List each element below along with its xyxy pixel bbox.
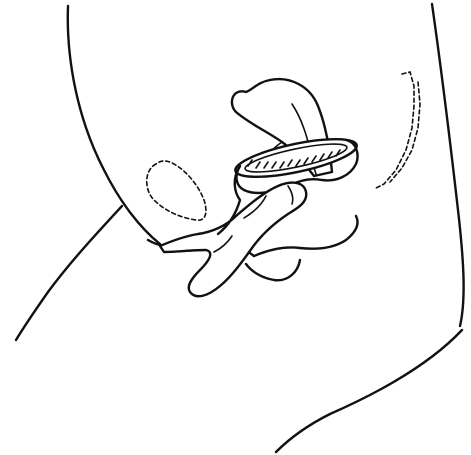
buttock-outline bbox=[16, 206, 122, 340]
body-outline-right bbox=[432, 4, 464, 326]
dashed-internal-organ-right-inner bbox=[390, 82, 420, 182]
body-outline-upper bbox=[68, 6, 160, 244]
dashed-internal-organ-left bbox=[147, 161, 206, 220]
dashed-internal-organ-right bbox=[376, 72, 414, 188]
thigh-outline bbox=[276, 330, 462, 452]
labia-lower-fold bbox=[246, 260, 300, 280]
